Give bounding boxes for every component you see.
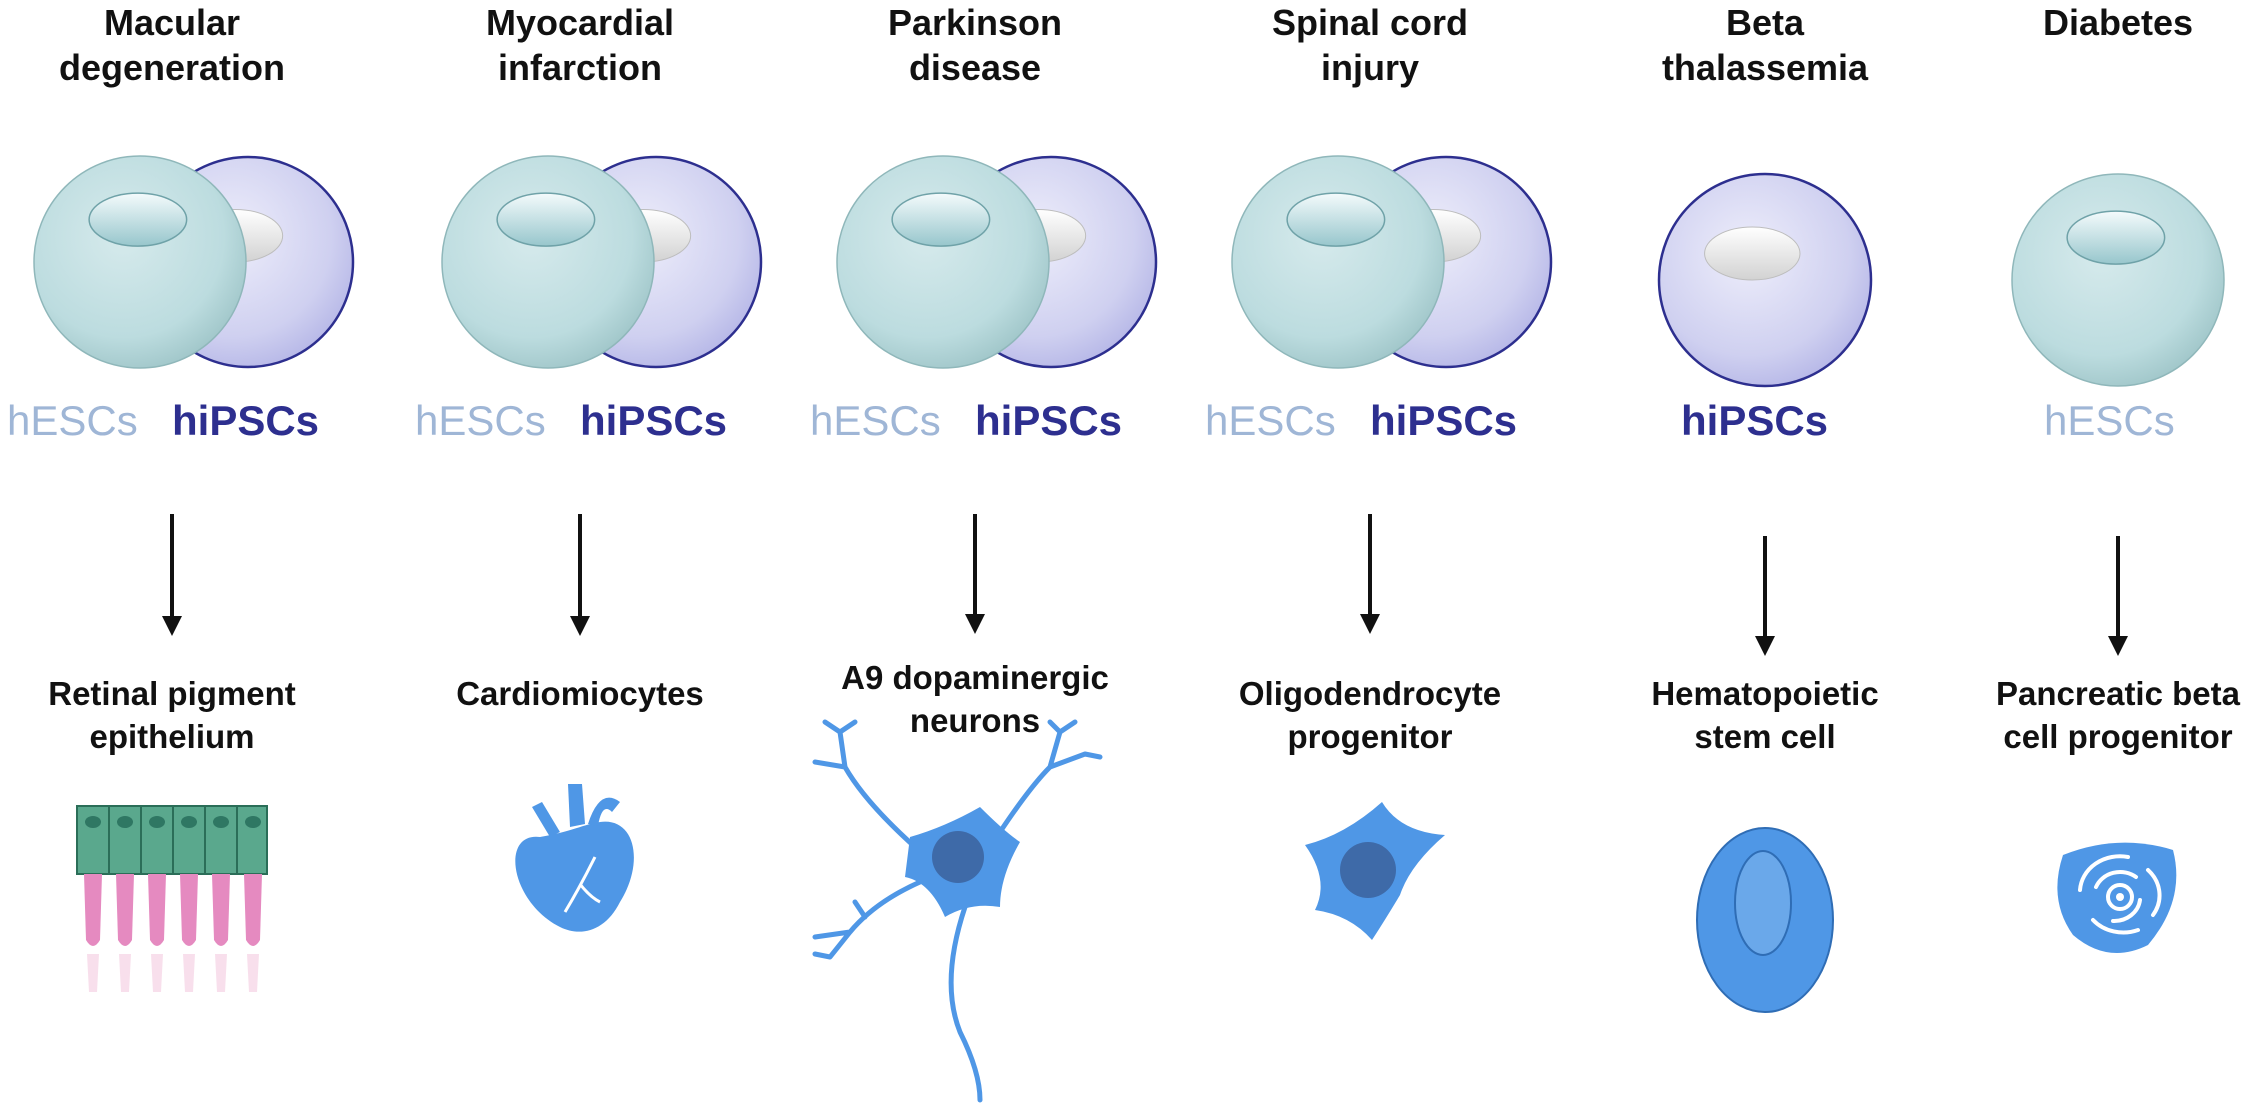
disease-title-line: Parkinson — [887, 2, 1063, 43]
target-cell-label-line: A9 dopaminergic — [841, 659, 1109, 696]
disease-title-line: injury — [1320, 47, 1419, 88]
target-cell-label-line: progenitor — [1287, 718, 1453, 755]
stem-cell-icon — [1696, 827, 1834, 1013]
disease-title: Diabetes — [1908, 0, 2243, 45]
hesc-label: hESCs — [2044, 397, 2175, 444]
hesc-cell — [33, 155, 247, 369]
disease-title-line: Myocardial — [485, 2, 675, 43]
target-cell-label: Pancreatic beta cell progenitor — [1908, 672, 2243, 758]
differentiation-arrow — [1755, 536, 1775, 656]
disease-title-line: infarction — [497, 47, 662, 88]
target-cell-label: Cardiomiocytes — [370, 672, 790, 715]
hesc-label: hESCs — [1205, 397, 1336, 444]
hipsc-label: hiPSCs — [172, 397, 320, 444]
target-cell-label-line: Retinal pigment — [48, 675, 296, 712]
target-cell-label-line: neurons — [909, 702, 1041, 739]
hipsc-label: hiPSCs — [580, 397, 728, 444]
target-cell-label: A9 dopaminergic neurons — [765, 656, 1185, 742]
differentiation-arrow — [570, 514, 590, 636]
hesc-label: hESCs — [810, 397, 941, 444]
disease-title-line: Diabetes — [2042, 2, 2194, 43]
hesc-cell — [836, 155, 1050, 369]
hesc-label: hESCs — [7, 397, 138, 444]
hipsc-label: hiPSCs — [975, 397, 1123, 444]
hipsc-label: hiPSCs — [1681, 397, 1829, 444]
beta-cell-icon — [2057, 842, 2177, 953]
retinal-epithelium-icon — [76, 805, 268, 992]
target-cell-label-line: Oligodendrocyte — [1238, 675, 1502, 712]
oligodendrocyte-icon — [1305, 802, 1445, 940]
differentiation-arrow — [2108, 536, 2128, 656]
target-cell-label-line: stem cell — [1694, 718, 1836, 755]
disease-title-line: Macular — [103, 2, 241, 43]
target-cell-label: Retinal pigment epithelium — [0, 672, 382, 758]
disease-title-line: thalassemia — [1661, 47, 1869, 88]
differentiation-arrow — [162, 514, 182, 636]
hipsc-label: hiPSCs — [1370, 397, 1518, 444]
disease-title-line: degeneration — [58, 47, 286, 88]
target-cell-label-line: Cardiomiocytes — [456, 675, 704, 712]
heart-icon — [515, 784, 634, 932]
hesc-cell — [1231, 155, 1445, 369]
target-cell-label-line: epithelium — [89, 718, 255, 755]
hesc-cell — [2011, 173, 2225, 387]
target-cell-label-line: cell progenitor — [2003, 718, 2233, 755]
disease-title-line: Spinal cord — [1271, 2, 1469, 43]
target-cell-label: Hematopoietic stem cell — [1555, 672, 1975, 758]
hesc-cell — [441, 155, 655, 369]
disease-title-line: Beta — [1725, 2, 1805, 43]
disease-title-line: disease — [908, 47, 1042, 88]
hesc-label: hESCs — [415, 397, 546, 444]
target-cell-label-line: Hematopoietic — [1651, 675, 1879, 712]
neuron-icon — [812, 719, 1103, 1103]
target-cell-label-line: Pancreatic beta — [1996, 675, 2240, 712]
differentiation-arrow — [1360, 514, 1380, 634]
target-cell-label: Oligodendrocyte progenitor — [1160, 672, 1580, 758]
differentiation-arrow — [965, 514, 985, 634]
hipsc-cell — [1657, 172, 1873, 388]
